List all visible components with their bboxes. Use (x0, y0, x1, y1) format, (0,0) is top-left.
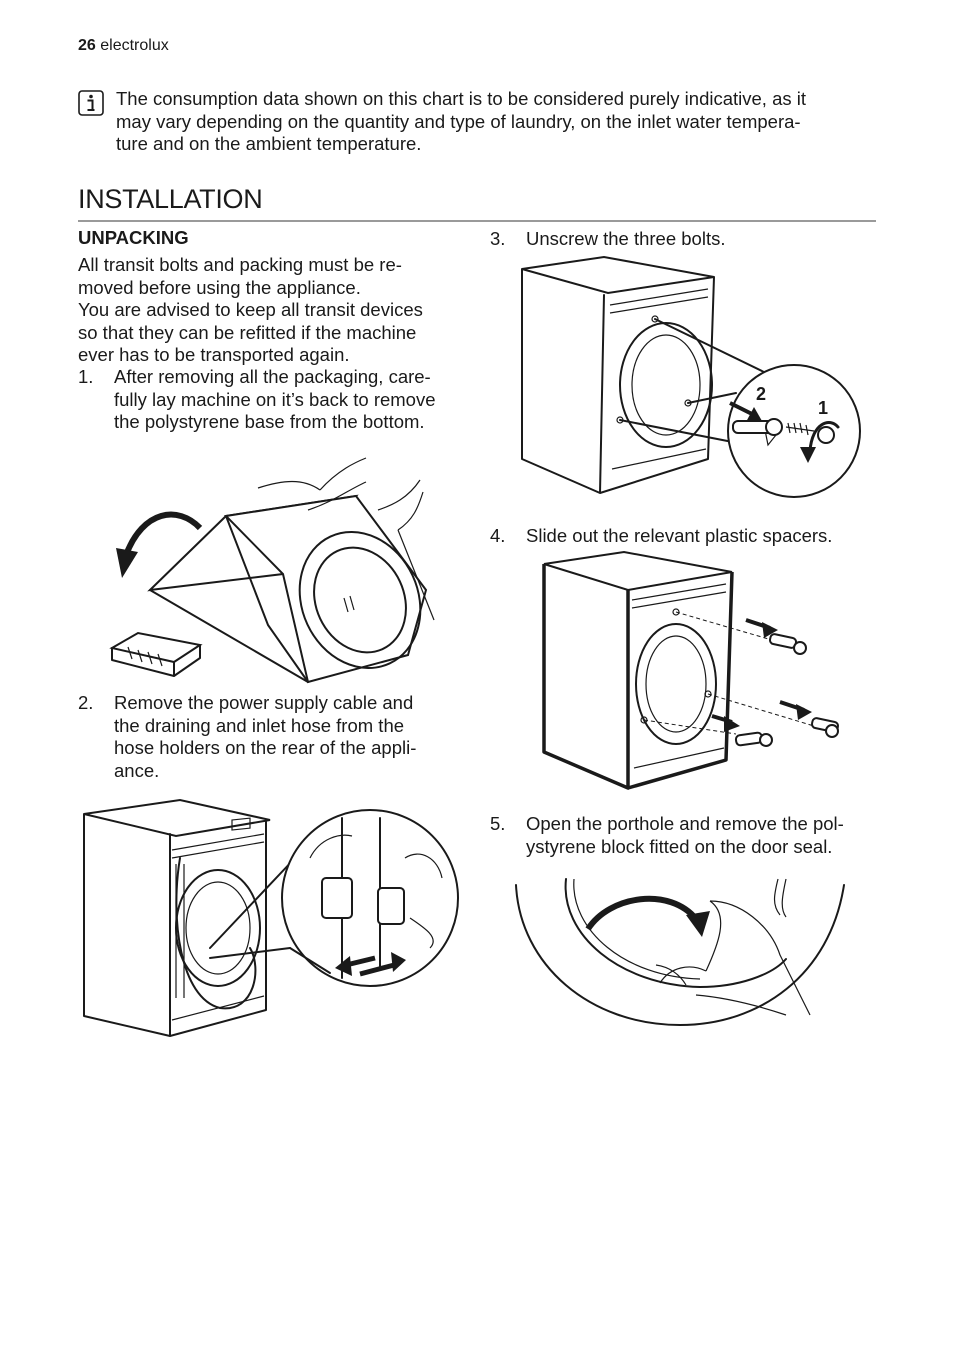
intro-line: All transit bolts and packing must be re… (78, 254, 402, 275)
step-number: 2. (78, 692, 94, 713)
step-line: Open the porthole and remove the pol- (526, 813, 844, 834)
plastic-spacers-illustration (542, 550, 840, 790)
intro-line: ever has to be transported again. (78, 344, 350, 365)
step-line: the polystyrene base from the bottom. (114, 411, 425, 432)
step-line: Slide out the relevant plastic spacers. (526, 525, 833, 546)
callout-label-1: 1 (818, 398, 828, 418)
section-divider (78, 220, 876, 222)
step-number: 1. (78, 366, 94, 387)
page-header: 26 electrolux (78, 37, 169, 55)
intro-line: so that they can be refitted if the mach… (78, 321, 417, 343)
step-number: 4. (490, 525, 506, 546)
step-line: hose holders on the rear of the appli- (114, 737, 417, 758)
rear-hoses-illustration (83, 798, 459, 1037)
section-title: INSTALLATION (78, 184, 263, 214)
info-note: The consumption data shown on this chart… (116, 88, 876, 156)
porthole-polystyrene-illustration (515, 878, 845, 1026)
step-2: 2. Remove the power supply cable and the… (78, 692, 468, 782)
intro-line: moved before using the appliance. (78, 276, 361, 298)
step-number: 5. (490, 813, 506, 834)
info-icon (78, 90, 104, 116)
step-4: 4. Slide out the relevant plastic spacer… (490, 525, 880, 548)
step-number: 3. (490, 228, 506, 249)
subsection-heading: UNPACKING (78, 227, 189, 248)
info-note-line: may vary depending on the quantity and t… (116, 110, 801, 132)
step-line: ystyrene block fitted on the door seal. (526, 835, 833, 857)
step-line: the draining and inlet hose from the (114, 714, 405, 736)
page-number: 26 (78, 37, 96, 54)
unpacking-intro: All transit bolts and packing must be re… (78, 254, 463, 367)
step-line: ance. (114, 759, 160, 781)
step-line: After removing all the packaging, care- (114, 366, 431, 387)
brand-name: electrolux (100, 37, 169, 54)
step-5: 5. Open the porthole and remove the pol-… (490, 813, 880, 858)
step-line: Unscrew the three bolts. (526, 228, 726, 249)
rotation-arrow-icon (123, 511, 203, 557)
info-note-line: ture and on the ambient temperature. (116, 133, 422, 154)
tilted-machine-illustration (109, 457, 435, 684)
arrow-head-icon (116, 548, 138, 578)
transit-bolts-illustration: 2 1 (521, 255, 861, 498)
intro-line: You are advised to keep all transit devi… (78, 299, 423, 320)
info-note-line: The consumption data shown on this chart… (116, 88, 807, 109)
step-line: Remove the power supply cable and (114, 692, 414, 713)
callout-label-2: 2 (756, 384, 766, 404)
step-1: 1. After removing all the packaging, car… (78, 366, 468, 434)
step-3: 3. Unscrew the three bolts. (490, 228, 880, 251)
step-line: fully lay machine on it’s back to remove (114, 388, 436, 410)
